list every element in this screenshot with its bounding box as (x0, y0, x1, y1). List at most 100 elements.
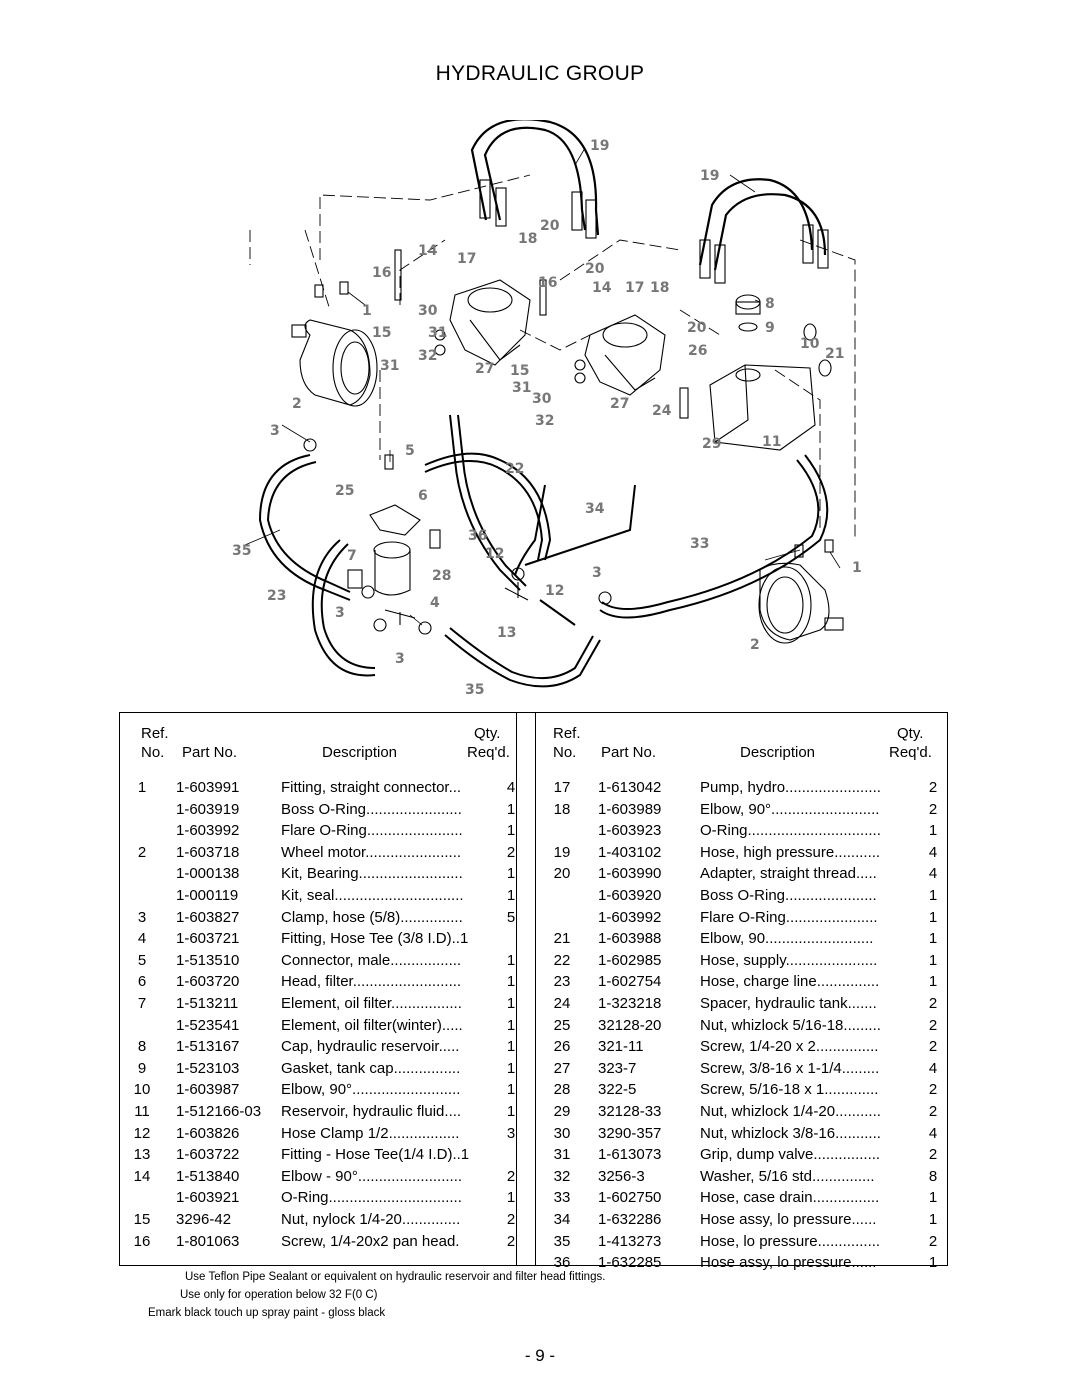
svg-text:28: 28 (432, 568, 451, 584)
ref-number: 14 (133, 1167, 151, 1185)
svg-text:3: 3 (395, 651, 405, 667)
description-text: O-Ring (700, 822, 748, 840)
description-text: Screw, 1/4-20 x 2 (700, 1038, 816, 1056)
description-text: Adapter, straight thread (700, 865, 856, 883)
description: Hose assy, lo pressure...... (700, 1252, 922, 1274)
part-number: 1-603722 (176, 1146, 240, 1164)
svg-text:23: 23 (267, 588, 286, 604)
quantity: 2 (928, 1146, 938, 1164)
svg-text:35: 35 (465, 682, 484, 698)
wheel-motor-left (291, 319, 378, 407)
page-number: - 9 - (524, 1346, 556, 1365)
leader-dots: ....................... (366, 822, 463, 840)
description: Hose, supply...................... (700, 950, 922, 972)
description: Hose, case drain................ (700, 1187, 922, 1209)
leader-dots: ............... (812, 1167, 875, 1185)
quantity: 1 (928, 951, 938, 969)
svg-text:20: 20 (687, 320, 707, 336)
part-number: 1-603919 (176, 800, 240, 818)
description: Screw, 1/4-20x2 pan head. (281, 1231, 501, 1253)
header-ref-1: Ref. (141, 725, 169, 742)
quantity: 2 (928, 1016, 938, 1034)
description-text: Kit, seal (281, 887, 335, 904)
leader-dots: ..... (855, 865, 877, 883)
leader-dots: ........... (835, 1124, 881, 1142)
leader-dots: ...... (851, 1211, 877, 1228)
ref-number: 33 (553, 1189, 571, 1207)
svg-text:17: 17 (625, 280, 644, 296)
quantity: 1 (506, 995, 516, 1012)
description: O-Ring................................ (700, 820, 922, 842)
description-text: Element, oil filter(winter) (281, 1016, 442, 1034)
svg-text:15: 15 (510, 363, 529, 379)
quantity: 1 (506, 1103, 516, 1120)
description-text: Pump, hydro (700, 779, 786, 796)
part-number: 32128-33 (598, 1103, 662, 1120)
leader-dots: ....................... (366, 800, 462, 818)
header-part-no: Part No. (182, 744, 238, 761)
ref-number: 20 (553, 865, 571, 883)
leader-dots: ................. (390, 951, 462, 969)
description: Adapter, straight thread..... (700, 863, 922, 885)
ref-number: 35 (553, 1232, 571, 1250)
ref-number: 23 (553, 973, 571, 991)
part-number: 1-603921 (176, 1189, 240, 1207)
svg-text:17: 17 (457, 251, 476, 267)
description-text: Hose Clamp 1/2 (281, 1124, 389, 1142)
leader-dots: ....................... (785, 779, 881, 796)
ref-number: 31 (553, 1146, 571, 1164)
description-text: Gasket, tank cap (281, 1059, 394, 1077)
description-text: Hose, high pressure (700, 843, 835, 861)
description: Cap, hydraulic reservoir..... (281, 1036, 501, 1058)
leader-dots: ................. (391, 995, 462, 1012)
ref-number: 13 (133, 1146, 151, 1164)
description: Hose, lo pressure............... (700, 1231, 922, 1253)
leader-dots: ............... (815, 1038, 879, 1056)
description-text: Hose assy, lo pressure (700, 1254, 852, 1272)
description: Pump, hydro....................... (700, 777, 922, 799)
leader-dots: ...... (851, 1254, 877, 1272)
svg-text:6: 6 (418, 488, 428, 504)
description-text: Hose, charge line (700, 973, 817, 991)
leader-dots: ......... (841, 1059, 880, 1077)
quantity: 2 (506, 1167, 516, 1185)
description: Fitting, Hose Tee (3/8 I.D)..1 (281, 928, 501, 950)
svg-text:30: 30 (532, 391, 552, 407)
ref-number: 26 (553, 1038, 571, 1056)
parts-table: Ref. No. Part No. Description Qty. Req'd… (119, 712, 949, 1271)
svg-text:16: 16 (372, 265, 391, 281)
leader-dots: . (455, 1232, 460, 1250)
part-number: 1-603991 (176, 779, 240, 796)
svg-text:26: 26 (688, 343, 707, 359)
svg-text:14: 14 (592, 280, 612, 296)
part-number: 1-602754 (598, 973, 662, 991)
quantity: 1 (928, 973, 938, 991)
description: Fitting - Hose Tee(1/4 I.D)..1 (281, 1144, 501, 1166)
description: Screw, 3/8-16 x 1-1/4......... (700, 1058, 922, 1080)
part-number: 1-603720 (176, 973, 240, 991)
leader-dots: ......................... (358, 865, 463, 883)
quantity: 2 (928, 1081, 938, 1099)
description: Hose, charge line............... (700, 971, 922, 993)
leader-dots: ..1 (451, 930, 469, 948)
description-text: Flare O-Ring (281, 822, 367, 840)
svg-text:31: 31 (512, 380, 531, 396)
table-divider-left (516, 713, 517, 1265)
header-qty-1-right: Qty. (897, 725, 924, 742)
description: Nut, whizlock 5/16-18......... (700, 1015, 922, 1037)
description: Flare O-Ring...................... (700, 907, 922, 929)
callout-numbers: 19 19 20 18 20 16 14 17 18 14 17 16 1 15… (232, 138, 862, 698)
part-number: 1-000119 (176, 887, 239, 904)
